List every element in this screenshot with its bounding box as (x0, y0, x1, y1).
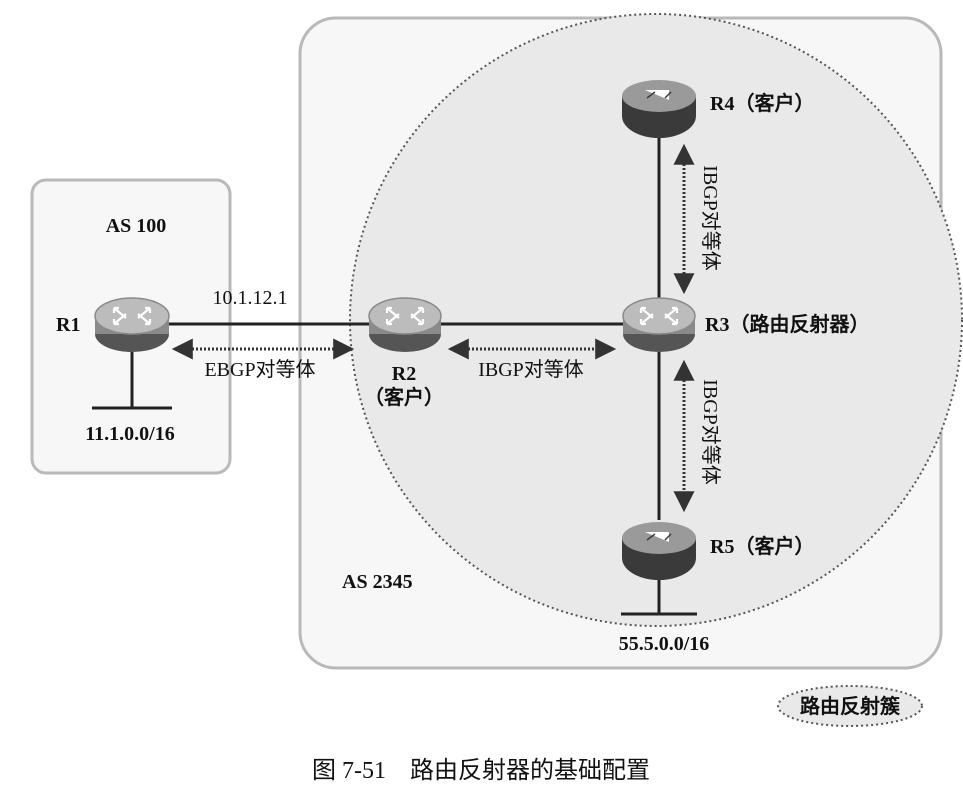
as-2345-label: AS 2345 (342, 571, 413, 593)
r1-network: 11.1.0.0/16 (85, 423, 174, 445)
router-r4-icon (622, 80, 696, 138)
r4-label: R4（客户） (710, 91, 814, 115)
as-100-label: AS 100 (106, 215, 167, 237)
link-address-label: 10.1.12.1 (213, 287, 288, 309)
r3-label: R3（路由反射器） (705, 312, 869, 336)
r5-label: R5（客户） (710, 534, 814, 558)
router-r3-icon (622, 297, 696, 352)
ibgp-peer-label-r3-r4: IBGP对等体 (699, 165, 722, 271)
r2-role: （客户） (364, 385, 444, 409)
cluster-label-ellipse (777, 685, 923, 727)
r5-network: 55.5.0.0/16 (619, 633, 710, 655)
r2-label: R2 (392, 363, 416, 385)
ibgp-peer-label-r2-r3: IBGP对等体 (478, 358, 584, 381)
router-r5-icon (622, 522, 696, 580)
router-r2-icon (368, 297, 442, 352)
ibgp-peer-label-r3-r5: IBGP对等体 (699, 379, 722, 485)
ebgp-peer-label: EBGP对等体 (204, 358, 315, 381)
cluster-label: 路由反射簇 (800, 694, 901, 718)
router-r1-icon (94, 297, 170, 352)
r1-label: R1 (56, 314, 80, 336)
figure-caption: 图 7-51 路由反射器的基础配置 (312, 757, 650, 784)
